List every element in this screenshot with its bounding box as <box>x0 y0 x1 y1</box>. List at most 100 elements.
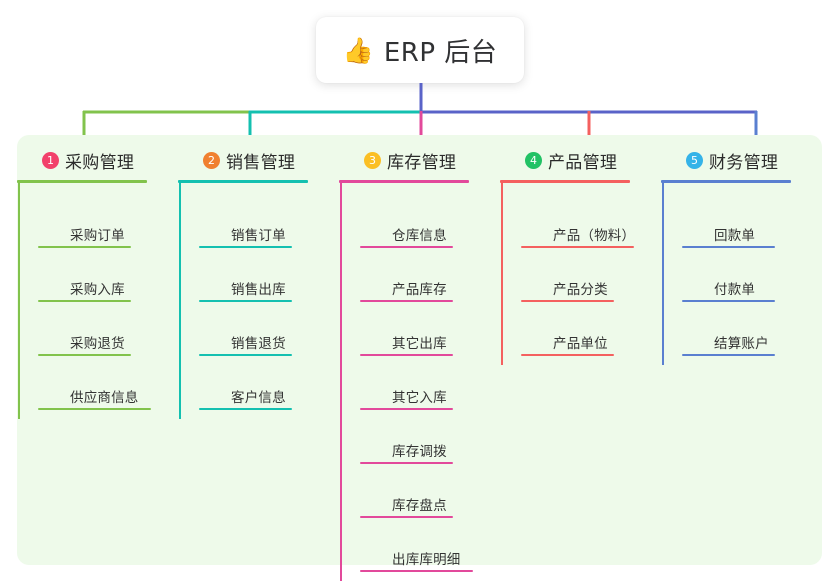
column-1: 1 采购管理采购订单采购入库采购退货供应商信息 <box>17 135 178 565</box>
list-item-label: 采购退货 <box>70 336 125 352</box>
column-badge-5: 5 <box>686 151 703 169</box>
list-item[interactable]: 销售订单 <box>198 199 339 253</box>
column-badge-3: 3 <box>364 151 381 169</box>
root-node-card[interactable]: 👍 ERP 后台 <box>316 17 524 83</box>
list-item-rule <box>199 408 292 410</box>
list-item-label: 付款单 <box>714 282 756 298</box>
list-item[interactable]: 出库库明细 <box>359 523 500 577</box>
list-item-rule <box>521 246 634 248</box>
column-header-3[interactable]: 3 库存管理 <box>359 145 500 175</box>
list-item[interactable]: 销售退货 <box>198 307 339 361</box>
list-item-rule <box>199 246 292 248</box>
column-title-4: 产品管理 <box>548 152 618 173</box>
list-item[interactable]: 采购入库 <box>37 253 178 307</box>
column-items-2: 销售订单销售出库销售退货客户信息 <box>198 199 339 415</box>
list-item[interactable]: 库存调拨 <box>359 415 500 469</box>
column-badge-4: 4 <box>525 151 542 169</box>
list-item[interactable]: 产品库存 <box>359 253 500 307</box>
list-item-label: 其它出库 <box>392 336 447 352</box>
list-item-label: 回款单 <box>714 228 756 244</box>
column-spine-4 <box>501 181 503 365</box>
list-item-label: 其它入库 <box>392 390 447 406</box>
list-item-rule <box>682 300 775 302</box>
column-5: 5 财务管理回款单付款单结算账户 <box>661 135 822 565</box>
column-spine-2 <box>179 181 181 419</box>
list-item[interactable]: 采购订单 <box>37 199 178 253</box>
column-4: 4 产品管理产品（物料） 产品分类产品单位 <box>500 135 661 565</box>
list-item-label: 出库库明细 <box>392 552 461 568</box>
thumbs-up-icon: 👍 <box>342 35 374 65</box>
list-item-label: 销售出库 <box>231 282 286 298</box>
list-item-rule <box>682 354 775 356</box>
list-item[interactable]: 采购退货 <box>37 307 178 361</box>
list-item-label: 采购入库 <box>70 282 125 298</box>
column-header-4[interactable]: 4 产品管理 <box>520 145 661 175</box>
list-item-rule <box>38 408 151 410</box>
list-item-label: 产品（物料） <box>553 228 636 244</box>
list-item-label: 供应商信息 <box>70 390 139 406</box>
list-item-rule <box>360 408 453 410</box>
column-title-1: 采购管理 <box>65 152 135 173</box>
list-item-rule <box>199 354 292 356</box>
list-item[interactable]: 结算账户 <box>681 307 822 361</box>
column-title-5: 财务管理 <box>709 152 779 173</box>
column-header-1[interactable]: 1 采购管理 <box>37 145 178 175</box>
list-item-label: 库存调拨 <box>392 444 447 460</box>
column-title-2: 销售管理 <box>226 152 296 173</box>
list-item-label: 客户信息 <box>231 390 286 406</box>
column-underline-2 <box>178 180 308 183</box>
list-item-label: 结算账户 <box>714 336 769 352</box>
list-item[interactable]: 其它入库 <box>359 361 500 415</box>
list-item-label: 产品库存 <box>392 282 447 298</box>
column-underline-4 <box>500 180 630 183</box>
list-item[interactable]: 客户信息 <box>198 361 339 415</box>
list-item[interactable]: 产品分类 <box>520 253 661 307</box>
column-badge-1: 1 <box>42 151 59 169</box>
list-item[interactable]: 产品（物料） <box>520 199 661 253</box>
list-item[interactable]: 回款单 <box>681 199 822 253</box>
list-item-label: 销售退货 <box>231 336 286 352</box>
column-items-1: 采购订单采购入库采购退货供应商信息 <box>37 199 178 415</box>
list-item-rule <box>360 300 453 302</box>
list-item-rule <box>360 462 453 464</box>
list-item-rule <box>682 246 775 248</box>
list-item-rule <box>360 354 453 356</box>
list-item[interactable]: 产品单位 <box>520 307 661 361</box>
column-items-4: 产品（物料） 产品分类产品单位 <box>520 199 661 361</box>
list-item[interactable]: 库存盘点 <box>359 469 500 523</box>
list-item[interactable]: 仓库信息 <box>359 199 500 253</box>
list-item-label: 采购订单 <box>70 228 125 244</box>
list-item-rule <box>360 570 473 572</box>
list-item-label: 产品单位 <box>553 336 608 352</box>
list-item-label: 销售订单 <box>231 228 286 244</box>
list-item-rule <box>521 354 614 356</box>
list-item-rule <box>38 300 131 302</box>
column-3: 3 库存管理仓库信息产品库存其它出库其它入库库存调拨库存盘点出库库明细 <box>339 135 500 581</box>
list-item[interactable]: 其它出库 <box>359 307 500 361</box>
column-underline-1 <box>17 180 147 183</box>
column-header-5[interactable]: 5 财务管理 <box>681 145 822 175</box>
list-item-rule <box>521 300 614 302</box>
root-node-title: ERP 后台 <box>383 37 498 68</box>
column-spine-1 <box>18 181 20 419</box>
list-item[interactable]: 销售出库 <box>198 253 339 307</box>
column-underline-3 <box>339 180 469 183</box>
list-item[interactable]: 付款单 <box>681 253 822 307</box>
column-items-3: 仓库信息产品库存其它出库其它入库库存调拨库存盘点出库库明细 <box>359 199 500 577</box>
list-item[interactable]: 供应商信息 <box>37 361 178 415</box>
list-item-rule <box>360 516 453 518</box>
list-item-label: 库存盘点 <box>392 498 447 514</box>
column-underline-5 <box>661 180 791 183</box>
list-item-rule <box>360 246 453 248</box>
column-title-3: 库存管理 <box>387 152 457 173</box>
column-spine-5 <box>662 181 664 365</box>
list-item-label: 产品分类 <box>553 282 608 298</box>
column-spine-3 <box>340 181 342 581</box>
list-item-label: 仓库信息 <box>392 228 447 244</box>
list-item-rule <box>38 246 131 248</box>
list-item-rule <box>38 354 131 356</box>
